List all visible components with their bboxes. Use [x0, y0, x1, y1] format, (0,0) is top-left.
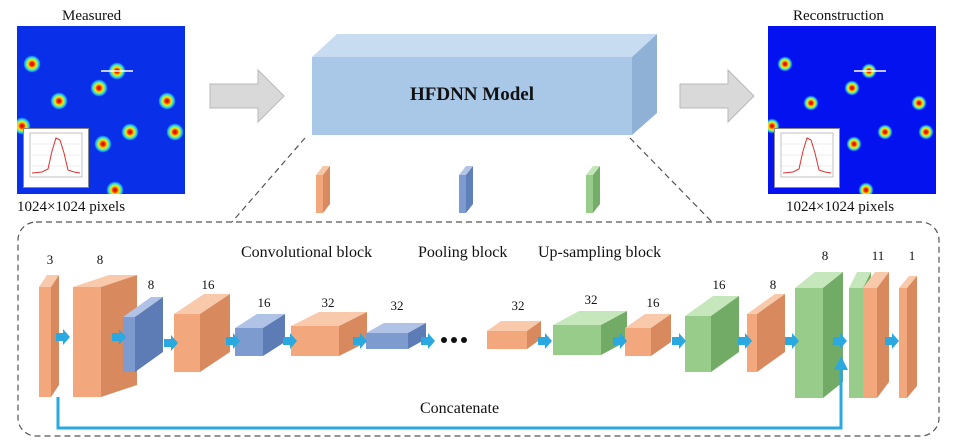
channel-label: 8	[769, 277, 777, 292]
conv-block	[174, 294, 230, 372]
concatenate-label: Concatenate	[420, 400, 500, 417]
reconstruction-title: Reconstruction	[793, 8, 884, 24]
reconstruction-heatmap-image	[768, 26, 936, 194]
channel-label: 8	[96, 252, 104, 267]
flow-arrow	[353, 333, 367, 349]
pool-block	[366, 323, 426, 349]
up-block	[685, 296, 739, 372]
reconstruction-size-label: 1024×1024 pixels	[786, 199, 895, 215]
flow-arrow	[738, 333, 752, 349]
flow-arrow	[538, 333, 552, 349]
legend-conv-label: Convolutional block	[241, 244, 373, 261]
channel-label: 16	[712, 277, 726, 292]
ellipsis-dots	[441, 337, 467, 343]
dashed-line-right	[629, 137, 713, 223]
measured-title: Measured	[62, 8, 122, 24]
flow-arrow	[164, 335, 178, 351]
reconstruction-heatmap	[768, 26, 936, 194]
flow-arrow	[833, 333, 847, 349]
channel-label: 16	[257, 295, 271, 310]
left-gray-arrow	[209, 68, 285, 124]
conv-block	[291, 312, 367, 356]
conv-block	[863, 272, 889, 398]
measured-heatmap	[17, 26, 185, 194]
channel-label: 16	[646, 295, 660, 310]
channel-label: 8	[821, 248, 829, 263]
flow-arrow	[283, 333, 297, 349]
conv-block	[39, 275, 59, 397]
flow-arrow	[421, 333, 435, 349]
flow-arrow	[672, 333, 686, 349]
model-label: HFDNN Model	[409, 84, 534, 105]
pool-block	[235, 314, 285, 356]
legend-upsample-label: Up-sampling block	[538, 244, 662, 261]
conv-block	[899, 276, 917, 398]
flow-arrow	[112, 329, 126, 345]
hfdnn-model-box	[312, 34, 657, 135]
flow-arrow	[226, 333, 240, 349]
measured-profile-inset	[23, 128, 89, 188]
channel-label: 3	[46, 252, 54, 267]
measured-size-label: 1024×1024 pixels	[17, 199, 126, 215]
network-container	[17, 221, 940, 437]
conv-block	[487, 321, 541, 349]
channel-label: 1	[908, 248, 916, 263]
flow-arrow	[613, 333, 627, 349]
right-gray-arrow	[679, 68, 755, 124]
legend-conv-block-swatch	[316, 166, 330, 213]
channel-label: 16	[201, 277, 215, 292]
flow-arrow	[785, 333, 799, 349]
dashed-line-left	[231, 137, 306, 223]
conv-block	[747, 294, 785, 372]
legend-pool-label: Pooling block	[418, 244, 508, 261]
conv-block	[625, 314, 671, 356]
channel-label: 32	[584, 292, 598, 307]
flow-arrow	[885, 333, 899, 349]
up-block	[795, 272, 843, 398]
channel-label: 32	[511, 298, 525, 313]
channel-label: 11	[871, 248, 885, 263]
pool-block	[123, 297, 163, 372]
concatenate-skip-connection	[56, 356, 848, 430]
flow-arrow	[56, 329, 70, 345]
channel-label: 8	[147, 277, 155, 292]
up-block	[553, 311, 627, 355]
channel-label: 32	[321, 295, 335, 310]
legend-pool-block-swatch	[459, 166, 473, 213]
channel-label: 32	[390, 298, 404, 313]
legend-upsample-block-swatch	[586, 166, 600, 213]
reconstruction-profile-inset	[774, 128, 840, 188]
